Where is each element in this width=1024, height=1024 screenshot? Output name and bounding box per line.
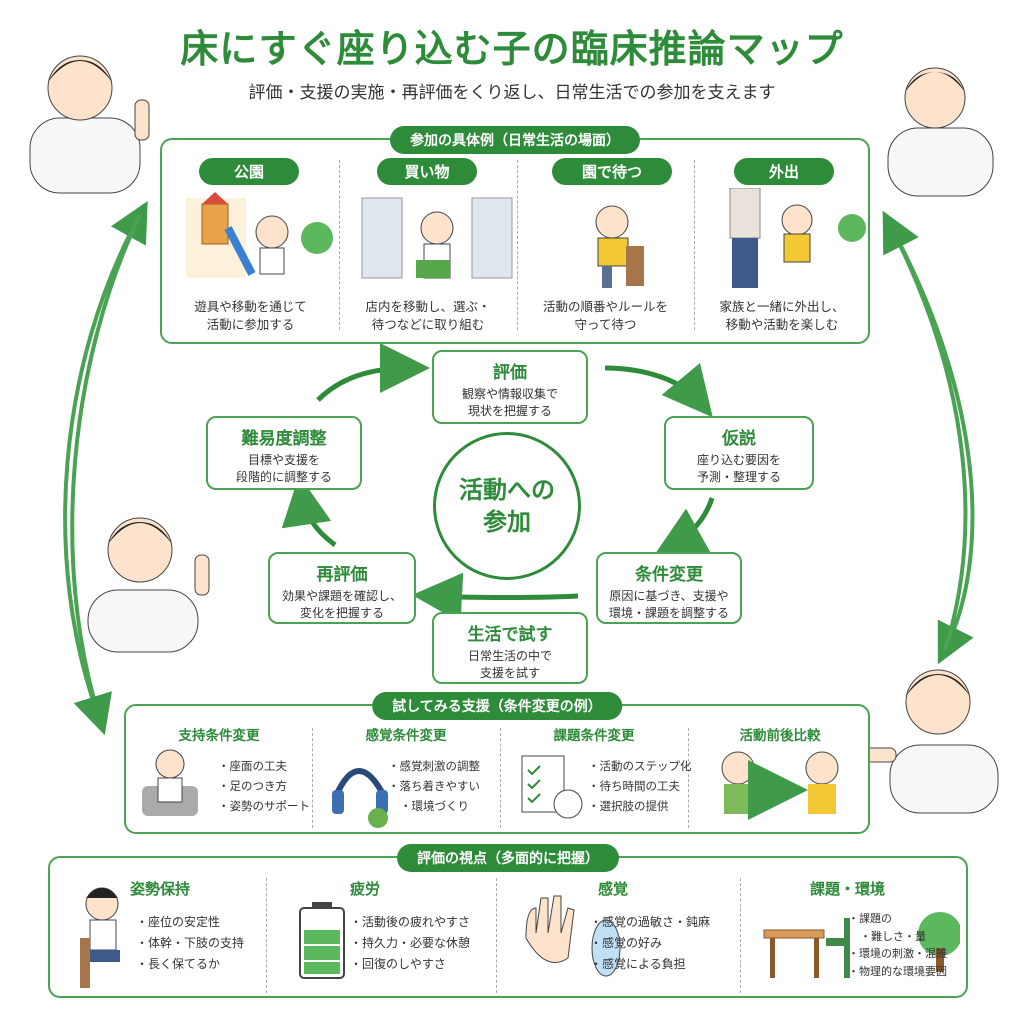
page-subtitle: 評価・支援の実施・再評価をくり返し、日常生活での参加を支えます	[248, 83, 776, 103]
participation-header: 参加の具体例（日常生活の場面）	[390, 126, 640, 154]
support-bullets-posture: 座面の工夫足のつき方姿勢のサポート	[218, 756, 311, 816]
headphones-icon	[332, 768, 388, 828]
participation-desc-outing: 家族と一緒に外出し、移動や活動を楽しむ	[719, 299, 845, 333]
center-participation: 活動への参加	[433, 432, 581, 580]
divider	[312, 728, 313, 828]
divider	[496, 878, 497, 993]
node-reevaluation: 再評価 効果や課題を確認し、変化を把握する	[268, 552, 416, 624]
divider	[266, 878, 267, 993]
support-illustrations	[142, 749, 839, 828]
participation-desc-park: 遊具や移動を通じて活動に参加する	[194, 299, 307, 333]
viewpoints-header: 評価の視点（多面的に把握）	[397, 844, 619, 872]
arrow-eval-to-hypothesis	[604, 362, 713, 418]
left-loop-arrow	[63, 200, 148, 721]
doctor-figure-top-right	[887, 67, 994, 197]
sitting-child-icon	[80, 887, 120, 988]
node-evaluation: 評価 観察や情報収集で現状を把握する	[432, 350, 588, 424]
arrow-reeval-to-difficulty	[281, 475, 337, 547]
before-after-icon	[721, 751, 839, 820]
participation-panel: 参加の具体例（日常生活の場面） 公園 買い物 園で待つ 外出	[160, 126, 870, 344]
viewpoint-title-task-env: 課題・環境	[810, 880, 886, 898]
support-bullets-sensory: 感覚刺激の調整落ち着きやすい環境づくり	[388, 756, 481, 816]
arrow-hypothesis-to-condition	[654, 497, 715, 555]
support-header: 試してみる支援（条件変更の例）	[372, 692, 622, 720]
viewpoint-bullets-posture: 座位の安定性体幹・下肢の支持長く保てるか	[136, 912, 244, 975]
scene-illustrations	[186, 188, 866, 288]
participation-label-shopping: 買い物	[377, 158, 477, 185]
viewpoint-title-posture: 姿勢保持	[130, 880, 191, 898]
shopping-icon	[361, 197, 513, 279]
viewpoint-illustrations	[80, 887, 960, 988]
page-title: 床にすぐ座り込む子の臨床推論マップ	[180, 27, 844, 71]
participation-label-waiting: 園で待つ	[552, 158, 672, 185]
outing-icon	[729, 188, 866, 288]
support-title-posture: 支持条件変更	[178, 728, 260, 744]
node-difficulty-adjustment: 難易度調整 目標や支援を段階的に調整する	[206, 416, 362, 490]
node-hypothesis: 仮説 座り込む要因を予測・整理する	[664, 416, 814, 490]
participation-label-park: 公園	[199, 158, 299, 185]
chair-support-icon	[142, 749, 198, 816]
participation-label-outing: 外出	[734, 158, 834, 185]
checklist-timer-icon	[521, 755, 583, 819]
waiting-icon	[595, 205, 644, 288]
node-trial: 生活で試す 日常生活の中で支援を試す	[432, 612, 588, 684]
divider	[694, 160, 695, 330]
support-panel: 試してみる支援（条件変更の例） 支持条件変更 感覚条件変更 課題条件変更 活動前…	[124, 692, 870, 834]
arrow-condition-to-reeval	[412, 572, 579, 623]
divider	[517, 160, 518, 330]
viewpoint-bullets-task-env: 課題の 難しさ・量 環境の刺激・混雑 物理的な環境要因	[848, 910, 947, 980]
participation-desc-waiting: 活動の順番やルールを守って待つ	[542, 299, 668, 333]
doctor-figure-middle-left	[87, 517, 210, 653]
left-loop-arrow-tail	[70, 214, 142, 736]
viewpoints-panel: 評価の視点（多面的に把握） 姿勢保持 疲労 感覚 課題・環境	[48, 844, 968, 998]
right-loop-arrow-tail	[882, 210, 968, 651]
support-title-compare: 活動前後比較	[739, 728, 821, 744]
support-title-task: 課題条件変更	[553, 728, 635, 744]
battery-icon	[299, 902, 345, 979]
viewpoint-bullets-fatigue: 活動後の疲れやすさ持久力・必要な休憩回復のしやすさ	[350, 912, 470, 975]
viewpoint-bullets-sensory: 感覚の過敏さ・鈍麻感覚の好み感覚による負担	[590, 912, 710, 975]
support-title-sensory: 感覚条件変更	[365, 728, 447, 744]
divider	[339, 160, 340, 330]
doctor-figure-bottom-right	[861, 669, 999, 814]
divider	[500, 728, 501, 828]
doctor-figure-top-left	[29, 55, 150, 194]
node-condition-change: 条件変更 原因に基づき、支援や環境・課題を調整する	[596, 552, 742, 624]
arrow-difficulty-to-eval	[316, 343, 430, 402]
participation-desc-shopping: 店内を移動し、選ぶ・待つなどに取り組む	[365, 299, 491, 333]
divider	[740, 878, 741, 993]
viewpoint-title-sensory: 感覚	[598, 880, 629, 898]
viewpoint-title-fatigue: 疲労	[350, 880, 381, 898]
support-bullets-task: 活動のステップ化待ち時間の工夫選択肢の提供	[588, 756, 692, 816]
playground-icon	[186, 192, 333, 278]
